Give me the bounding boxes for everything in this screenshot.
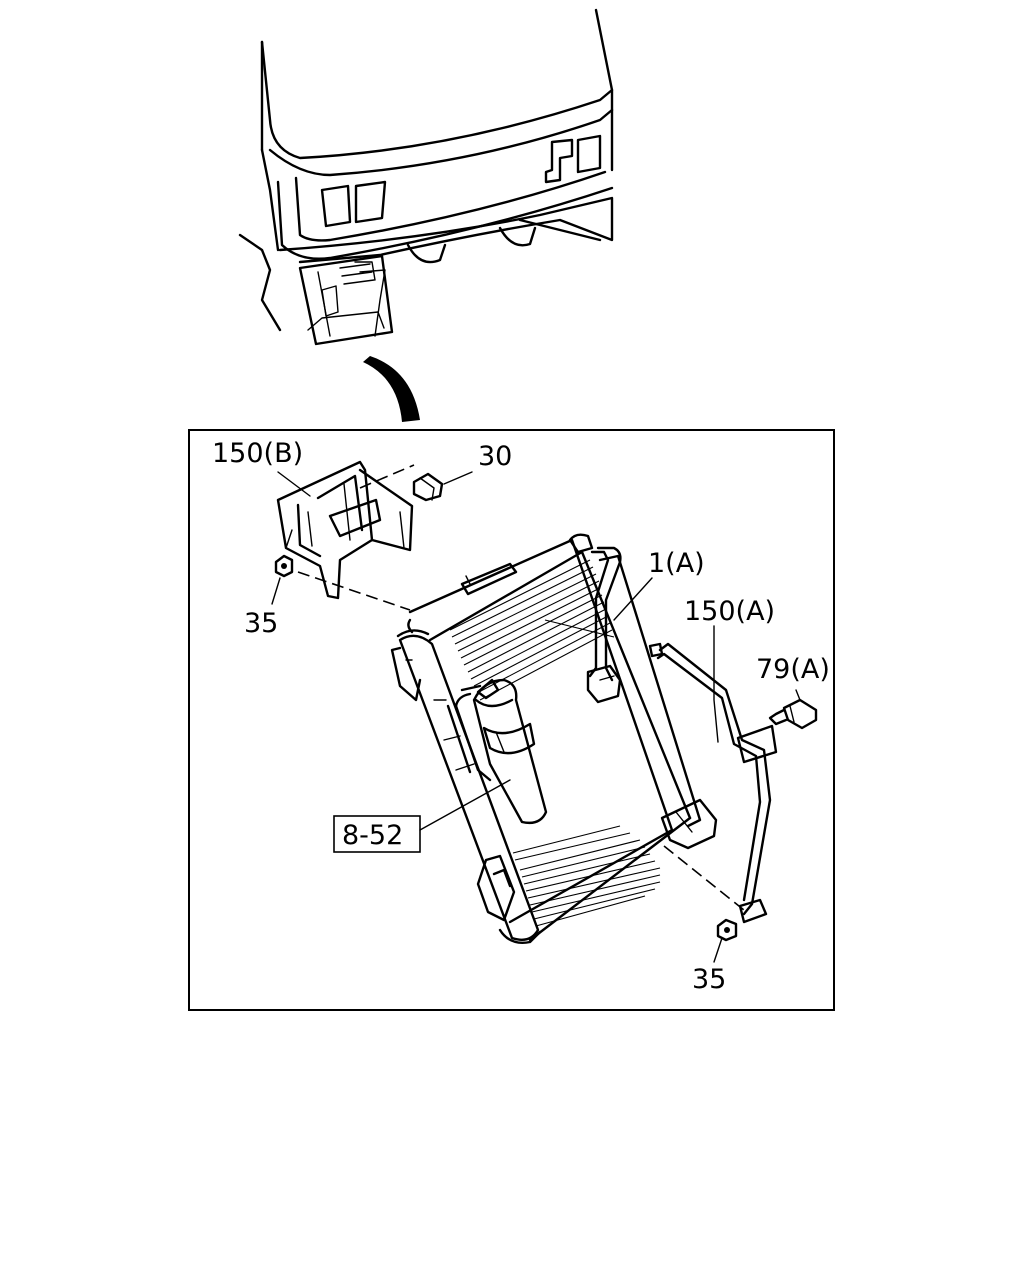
leader-lines — [271, 471, 801, 963]
label-150b: 150(B) — [212, 438, 303, 469]
nut-35-left — [274, 554, 294, 578]
label-35-bottom: 35 — [692, 964, 726, 995]
label-150a: 150(A) — [684, 596, 775, 627]
bracket-150a — [648, 642, 778, 924]
receiver-dryer — [446, 678, 548, 825]
callout-arrow — [363, 356, 420, 422]
label-1a: 1(A) — [648, 548, 705, 579]
label-79a: 79(A) — [756, 654, 830, 685]
detail-frame — [188, 429, 835, 1011]
bolt-30 — [412, 472, 444, 502]
bolt-79a — [768, 698, 818, 730]
label-35-left: 35 — [244, 608, 278, 639]
truck-cab-overview — [238, 8, 614, 346]
label-8-52: 8-52 — [342, 820, 403, 851]
condenser-1a — [390, 533, 718, 944]
receiver-ref-box — [333, 815, 421, 853]
nut-35-bottom — [716, 918, 738, 942]
condenser-fins-bottom — [512, 825, 661, 927]
bracket-150b — [276, 460, 414, 600]
label-30: 30 — [478, 441, 512, 472]
